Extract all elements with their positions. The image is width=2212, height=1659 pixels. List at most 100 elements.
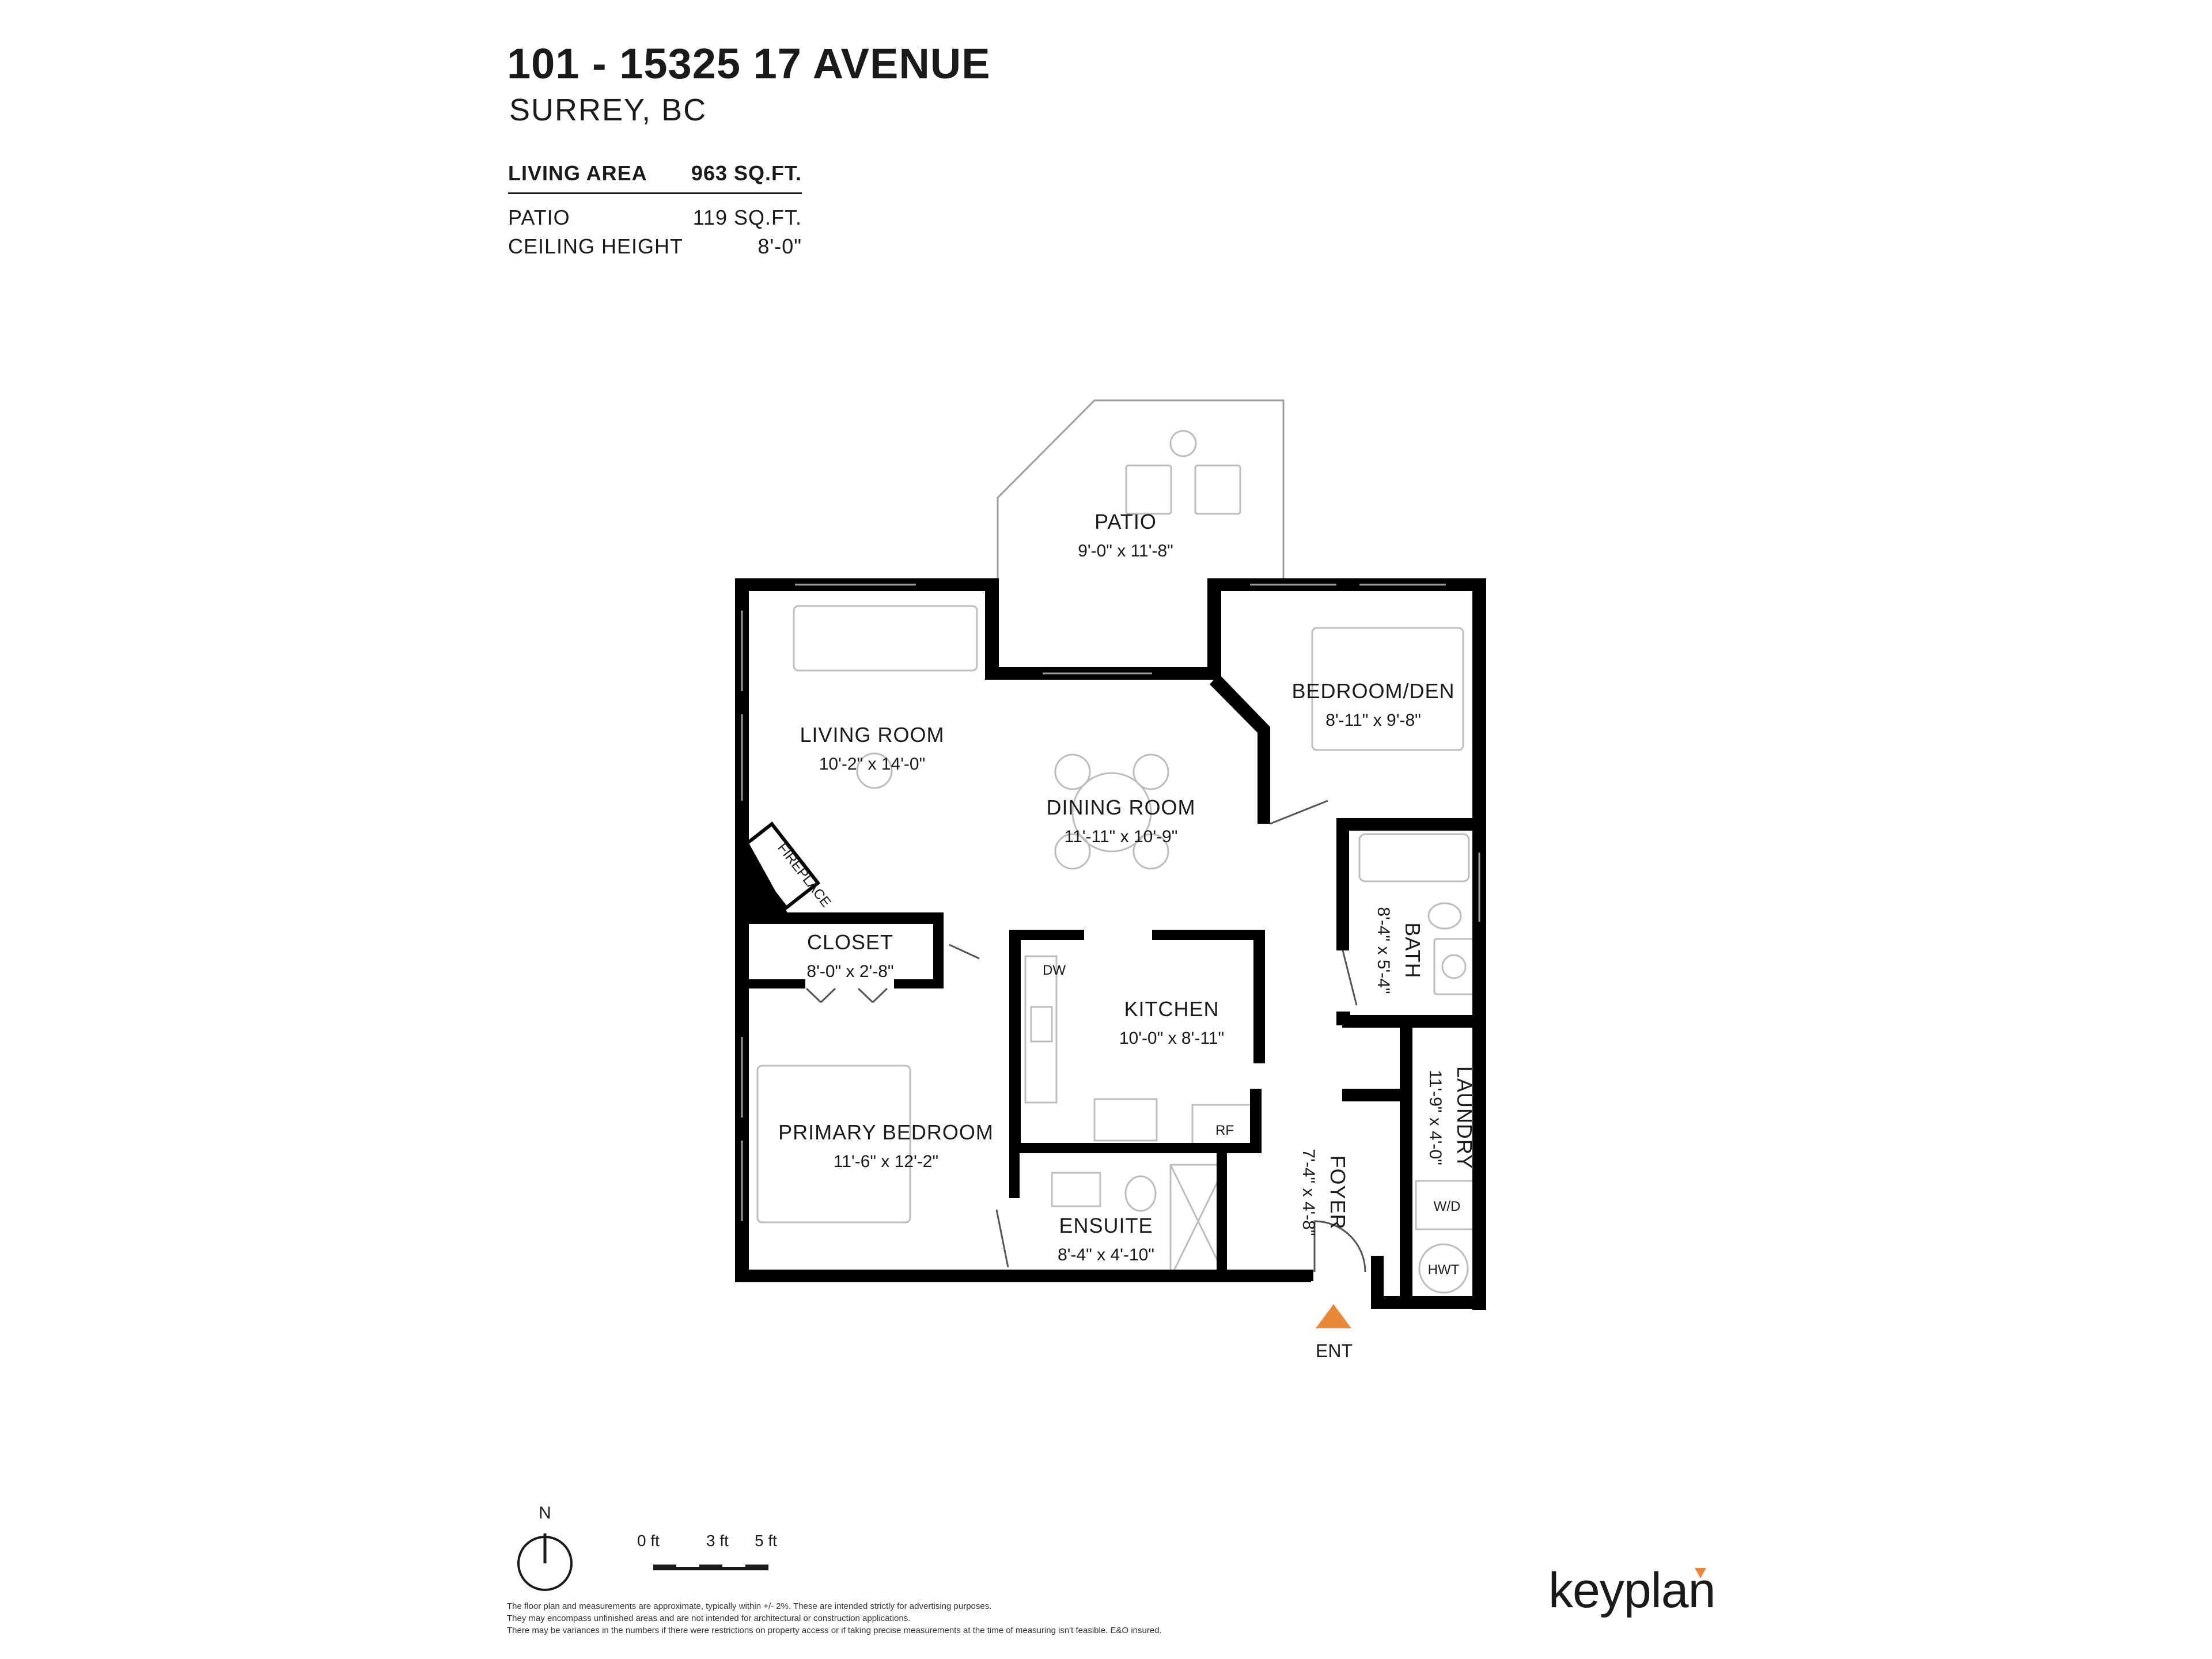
ceiling-height-row: CEILING HEIGHT 8'-0" (508, 234, 802, 259)
wall (1210, 674, 1270, 824)
bath-vanity (1433, 938, 1475, 995)
kitchen-counter (1024, 955, 1058, 1104)
living-area-label: LIVING AREA (508, 161, 647, 185)
kitchen-label: KITCHEN (1124, 997, 1219, 1021)
ensuite-label: ENSUITE (1059, 1214, 1153, 1237)
bedroom-den-label: BEDROOM/DEN (1291, 679, 1455, 703)
kitchen-door (949, 944, 980, 960)
foyer-dims: 7'-4" x 4'-8" (1299, 1149, 1318, 1236)
dining-chair (1054, 833, 1091, 870)
foyer-label: FOYER (1326, 1155, 1350, 1229)
bath-label: BATH (1401, 922, 1425, 978)
entry-door-swing (1313, 1220, 1366, 1272)
doors (805, 800, 1366, 1272)
wall (1250, 1089, 1262, 1144)
wall (1371, 1256, 1384, 1309)
scale-3-label: 3 ft (706, 1532, 729, 1550)
scale-segment (745, 1565, 768, 1570)
patio-table-icon (1169, 430, 1197, 457)
wall (1371, 1296, 1484, 1309)
water-heater (1418, 1243, 1469, 1294)
wall (1009, 1143, 1020, 1198)
fireplace-hearth (737, 821, 821, 911)
den-door (1270, 800, 1328, 825)
primary-bedroom-label: PRIMARY BEDROOM (778, 1120, 994, 1144)
scale-segment (699, 1565, 722, 1570)
property-city: SURREY, BC (509, 93, 707, 127)
ensuite-dims: 8'-4" x 4'-10" (1058, 1245, 1154, 1264)
water-heater-label: HWT (1428, 1262, 1460, 1278)
disclaimer-line: There may be variances in the numbers if… (507, 1626, 1162, 1635)
disclaimer-line: They may encompass unfinished areas and … (507, 1613, 911, 1623)
wall (1336, 818, 1349, 950)
dining-table (1071, 772, 1152, 853)
dining-chair (1054, 753, 1091, 790)
bathtub (1358, 833, 1470, 882)
coffee-table (856, 752, 893, 789)
wall (1472, 578, 1486, 1310)
patio-dims: 9'-0" x 11'-8" (1078, 541, 1173, 560)
wall (894, 979, 942, 988)
closet-door (857, 987, 874, 1003)
patio-chair-left (1125, 464, 1172, 515)
wall (1207, 578, 1484, 591)
wall (1009, 930, 1021, 1144)
scale-segment (653, 1565, 676, 1570)
fridge-label: RF (1215, 1123, 1234, 1138)
closet-dims: 8'-0" x 2'-8" (806, 962, 893, 981)
property-address-title: 101 - 15325 17 AVENUE (507, 40, 991, 88)
bath-dims: 8'-4" x 5'-4" (1374, 907, 1393, 994)
fixtures (756, 430, 1479, 1294)
ceiling-height-value: 8'-0" (757, 234, 802, 258)
wall (1253, 930, 1265, 1063)
wall (985, 578, 999, 680)
entrance-label: ENT (1316, 1340, 1353, 1361)
living-area-row: LIVING AREA 963 SQ.FT. (508, 161, 802, 194)
kitchen-dims: 10'-0" x 8'-11" (1119, 1029, 1224, 1048)
primary-bed (756, 1065, 911, 1224)
ensuite-toilet (1124, 1175, 1157, 1212)
closet-door (872, 987, 888, 1003)
disclaimer-line: The floor plan and measurements are appr… (507, 1601, 992, 1611)
disclaimer: The floor plan and measurements are appr… (507, 1600, 1162, 1637)
wall (1303, 1270, 1313, 1281)
patio-area-value: 119 SQ.FT. (692, 206, 802, 229)
keyplan-logo-mark-icon (1695, 1568, 1706, 1578)
living-room-dims: 10'-2" x 14'-0" (819, 755, 926, 774)
entrance-marker (1316, 1304, 1351, 1328)
ensuite-door (995, 1209, 1009, 1268)
dining-chair (1132, 833, 1169, 870)
kitchen-sink (1030, 1006, 1053, 1043)
north-label: N (539, 1503, 551, 1522)
laundry-label: LAUNDRY (1453, 1066, 1476, 1169)
closet-door (805, 987, 822, 1003)
scale-0-label: 0 ft (637, 1532, 660, 1550)
fireplace-label: FIREPLACE (774, 840, 834, 911)
keyplan-logo: keyplan (1548, 1563, 1715, 1618)
area-stats-table: LIVING AREA 963 SQ.FT. PATIO 119 SQ.FT. … (508, 161, 802, 259)
wall (1336, 818, 1478, 831)
primary-bedroom-dims: 11'-6" x 12'-2" (834, 1152, 938, 1171)
dining-room-label: DINING ROOM (1047, 796, 1196, 819)
wall (1217, 1143, 1227, 1281)
wall (1009, 930, 1084, 940)
bedroom-den-dims: 8'-11" x 9'-8" (1325, 711, 1421, 730)
dining-room-dims: 11'-11" x 10'-9" (1065, 827, 1178, 846)
wall (1009, 1143, 1262, 1153)
laundry-dims: 11'-9" x 4'-0" (1426, 1070, 1445, 1165)
scale-segment (722, 1567, 745, 1570)
wall (748, 979, 805, 988)
den-bed (1311, 627, 1464, 751)
scale-bar (653, 1565, 768, 1570)
dining-chair (1132, 753, 1169, 790)
patio-area-row: PATIO 119 SQ.FT. (508, 206, 802, 230)
patio-label: PATIO (1094, 510, 1157, 533)
wall (748, 912, 942, 924)
patio-area-label: PATIO (508, 206, 570, 229)
patio-chair-right (1194, 464, 1241, 515)
sofa (793, 605, 978, 672)
washer-dryer-label: W/D (1434, 1199, 1461, 1214)
bath-sink (1441, 954, 1467, 979)
wall (1152, 930, 1262, 940)
dishwasher-label: DW (1043, 963, 1066, 978)
